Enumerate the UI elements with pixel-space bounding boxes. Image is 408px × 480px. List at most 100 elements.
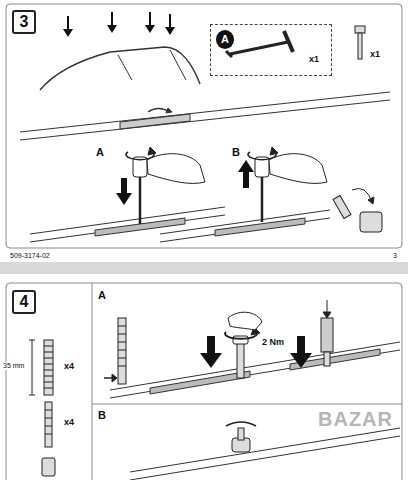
push-arrow: [116, 193, 132, 205]
panel-frame: [6, 283, 402, 480]
bolt-and-bushing: [368, 197, 374, 204]
rail: [150, 371, 250, 394]
bolt-and-bushing: [333, 195, 351, 218]
threaded-rod: [233, 336, 248, 344]
knob: [226, 422, 256, 452]
car-roof: [118, 50, 186, 80]
bolt: [355, 26, 365, 33]
threaded-rod: [321, 318, 333, 352]
down-arrow: [145, 25, 155, 33]
bolt-and-bushing: [333, 189, 382, 233]
down-arrow: [165, 27, 175, 35]
step-letter: A: [98, 289, 106, 301]
dimension-line: [29, 340, 35, 395]
step-b-rail: [215, 218, 305, 236]
dimension-line: [29, 340, 35, 395]
threaded-rod: [112, 374, 117, 382]
step-b-rail: [160, 210, 330, 242]
panel-frame: [6, 4, 402, 480]
down-arrow: [111, 12, 113, 26]
step-letter: A: [96, 146, 104, 158]
down-arrow: [149, 12, 151, 26]
threaded-rod: [323, 312, 331, 318]
pull-arrow: [238, 160, 254, 172]
pull-arrow: [243, 172, 249, 188]
down-arrow: [290, 353, 312, 368]
screwdriver: [269, 154, 327, 184]
parts-inset-box: x1 A: [210, 24, 332, 76]
screwdriver: [147, 154, 205, 184]
screwdriver: [261, 175, 264, 222]
threaded-rod: [118, 326, 126, 366]
separator-band: [0, 262, 408, 274]
down-arrow: [107, 25, 117, 33]
threaded-rod: [104, 300, 333, 384]
threaded-rod: [42, 458, 55, 476]
pull-arrow: [238, 160, 254, 188]
step-b-rail: [160, 210, 330, 242]
screwdriver: [248, 147, 327, 222]
screwdriver: [148, 147, 156, 155]
threaded-rod: [228, 312, 262, 330]
down-arrow: [67, 16, 69, 30]
push-arrow: [121, 178, 127, 194]
quantity-text: x4: [64, 418, 74, 428]
bolt: [355, 26, 365, 59]
roof-rail: [20, 92, 390, 140]
threaded-rod: [44, 346, 53, 388]
threaded-rod: [44, 340, 53, 395]
rail: [110, 342, 400, 398]
screwdriver: [126, 147, 205, 224]
t-wrench: [226, 51, 232, 57]
threaded-rod: [42, 340, 55, 476]
knob: [238, 428, 244, 440]
roof-rail: [20, 92, 390, 140]
part-number: 509-3174-02: [10, 252, 50, 260]
roof-rail: [120, 114, 190, 129]
bolt-and-bushing: [360, 212, 382, 232]
bolt: [358, 33, 362, 59]
t-wrench: [284, 31, 293, 52]
car-roof: [40, 47, 200, 90]
quantity-text: x4: [64, 362, 74, 372]
threaded-rod: [324, 352, 330, 366]
quantity-text: x1: [370, 50, 380, 60]
step-number-box: 3: [12, 10, 36, 34]
rail: [130, 428, 400, 480]
push-arrow: [116, 178, 132, 205]
tool-letter-circle: A: [216, 30, 234, 49]
rail: [110, 342, 400, 398]
rail: [130, 428, 400, 480]
torque-value: 2 Nm: [262, 338, 284, 348]
quantity-text: x1: [309, 55, 319, 65]
t-wrench: [226, 31, 293, 57]
threaded-rod: [45, 402, 52, 447]
down-arrow: [169, 14, 171, 28]
roof-rail: [166, 108, 172, 113]
dimension-label: 35 mm: [3, 362, 24, 370]
step-number: A: [221, 33, 229, 45]
down-arrow: [207, 336, 215, 354]
knob: [226, 422, 256, 426]
threaded-rod: [237, 343, 244, 378]
down-arrow: [63, 12, 175, 37]
threaded-rod: [45, 410, 52, 434]
down-arrow: [200, 353, 222, 368]
car-roof: [40, 47, 200, 90]
step-number: 3: [20, 13, 29, 31]
panel-frame: [6, 4, 402, 248]
threaded-rod: [118, 318, 126, 384]
step-letter: B: [98, 409, 106, 421]
step-number-box: 4: [12, 290, 36, 314]
page-number: 3: [393, 252, 397, 260]
panel-frame: [92, 283, 93, 480]
down-arrow: [63, 29, 73, 37]
step-letter: B: [232, 146, 240, 158]
down-arrow: [200, 336, 312, 368]
step-number: 4: [20, 293, 29, 311]
panel-frame: [92, 404, 402, 405]
t-wrench: [230, 42, 288, 54]
down-arrow: [297, 336, 305, 354]
screwdriver: [270, 147, 278, 155]
